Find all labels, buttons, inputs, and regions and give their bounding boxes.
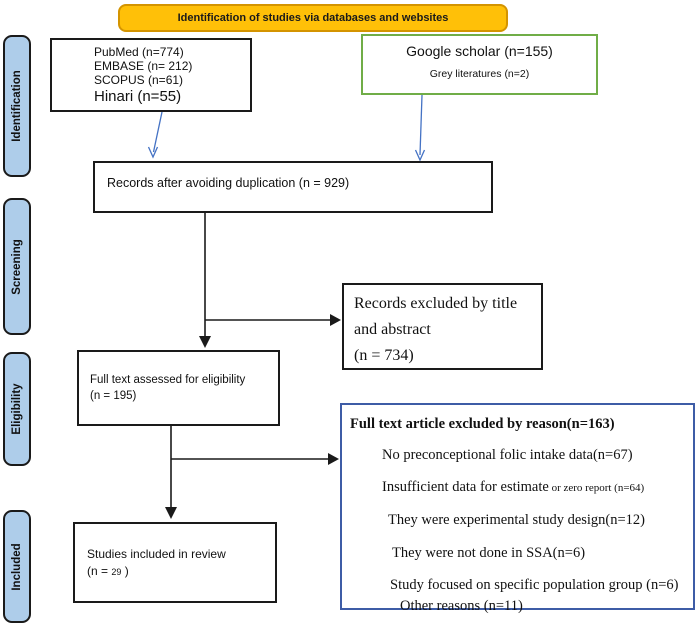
- stage-screening-label: Screening: [11, 238, 23, 295]
- full-text-assessed-box: Full text assessed for eligibility (n = …: [77, 350, 280, 426]
- arrow-fulltext-to-included: [165, 426, 177, 519]
- excluded-title-abstract-line2: and abstract: [354, 321, 431, 338]
- databases-line-pubmed: PubMed (n=774): [94, 45, 184, 59]
- full-text-assessed-label: Full text assessed for eligibility: [90, 374, 246, 386]
- deduplication-box: Records after avoiding duplication (n = …: [93, 161, 493, 213]
- stage-screening: Screening: [3, 198, 31, 335]
- stage-eligibility: Eligibility: [3, 352, 31, 466]
- arrow-dedup-to-fulltext: [199, 213, 211, 348]
- databases-line-embase: EMBASE (n= 212): [94, 59, 193, 73]
- excluded-title-abstract-count: (n = 734): [354, 347, 414, 364]
- excluded-title-abstract-line1: Records excluded by title: [354, 295, 518, 312]
- databases-line-hinari: Hinari (n=55): [94, 88, 182, 105]
- google-scholar-label: Google scholar (n=155): [406, 43, 553, 59]
- reason-other: Other reasons (n=11): [400, 598, 523, 614]
- stage-included-label: Included: [11, 542, 23, 591]
- arrow-fulltext-to-reason-exclusion: [171, 453, 339, 465]
- arrow-databases-to-dedup: [147, 111, 163, 159]
- banner-identification-of-studies: Identification of studies via databases …: [118, 4, 508, 32]
- banner-label: Identification of studies via databases …: [177, 12, 449, 24]
- excluded-title-abstract-box: Records excluded by title and abstract (…: [342, 283, 543, 370]
- stage-identification-label: Identification: [11, 70, 23, 142]
- deduplication-label: Records after avoiding duplication (n = …: [107, 176, 350, 190]
- full-text-assessed-count: (n = 195): [90, 390, 137, 402]
- stage-identification: Identification: [3, 35, 31, 177]
- studies-included-label: Studies included in review: [87, 547, 226, 561]
- stage-eligibility-label: Eligibility: [11, 383, 23, 435]
- studies-included-box: Studies included in review (n = 29 ): [73, 522, 277, 603]
- google-scholar-box: Google scholar (n=155) Grey literatures …: [361, 34, 598, 95]
- stage-included: Included: [3, 510, 31, 623]
- reason-not-done-in-ssa: They were not done in SSA(n=6): [392, 545, 586, 561]
- databases-line-scopus: SCOPUS (n=61): [94, 73, 184, 87]
- reason-no-preconceptional-data: No preconceptional folic intake data(n=6…: [382, 447, 633, 463]
- reason-experimental-design: They were experimental study design(n=12…: [388, 512, 646, 528]
- arrow-dedup-to-title-abstract-exclusion: [205, 314, 341, 326]
- excluded-reasons-title: Full text article excluded by reason(n=1…: [350, 416, 615, 432]
- reason-insufficient-data: Insufficient data for estimate or zero r…: [382, 479, 645, 495]
- grey-literature-label: Grey literatures (n=2): [429, 68, 530, 80]
- reason-specific-population: Study focused on specific population gro…: [390, 577, 679, 593]
- arrow-google-to-dedup: [414, 94, 426, 162]
- excluded-reasons-box: Full text article excluded by reason(n=1…: [340, 403, 695, 614]
- databases-box: PubMed (n=774) EMBASE (n= 212) SCOPUS (n…: [50, 38, 252, 112]
- studies-included-count: (n = 29 ): [87, 564, 129, 578]
